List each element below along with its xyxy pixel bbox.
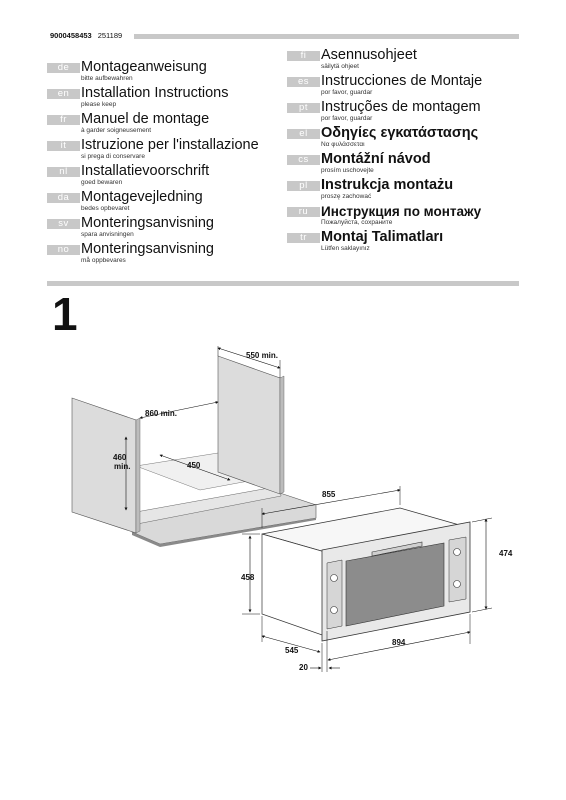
dim-depth-label: 550 min. [246,351,278,360]
lang-title: Инструкция по монтажу [321,204,482,219]
lang-subtitle: Пожалуйста, сохраните [321,219,393,226]
dim-oven-offset: 20 [299,663,308,672]
right-knob-icon [453,548,461,556]
lang-title: Montagevejledning [81,189,203,205]
lang-subtitle: proszę zachować [321,193,372,200]
lang-title: Montážní návod [321,151,431,167]
cabinet-left-panel-edge [135,417,141,534]
lang-code: fr [47,115,80,125]
lang-title: Asennusohjeet [321,47,417,63]
oven-handle [371,541,423,557]
lang-code: el [287,129,320,139]
lang-subtitle: må oppbevares [81,257,126,264]
oven-drawing: 855 474 458 545 894 20 [241,486,513,672]
lang-code: it [47,141,80,151]
dim-oven-height-left: 458 [241,573,255,582]
lang-subtitle: bitte aufbewahren [81,75,133,82]
lang-subtitle: por favor, guardar [321,89,373,96]
lang-code: no [47,245,80,255]
lang-title: Montaj Talimatları [321,229,444,245]
lang-code: da [47,193,80,203]
lang-subtitle: spara anvisningen [81,231,134,238]
dim-oven-width-front: 894 [392,638,406,647]
doc-revision: 251189 [97,31,123,40]
lang-title: Istruzione per l'installazione [81,137,259,153]
lang-title: Montageanweisung [81,59,207,75]
lang-title: Installatievoorschrift [81,163,210,179]
cabinet-niche-drawing: 550 min. 860 min. 460 min. 450 [71,346,317,547]
lang-code: sv [47,219,80,229]
dim-width-label: 860 min. [145,409,177,418]
dim-oven-height-right: 474 [499,549,513,558]
section-divider [47,281,519,286]
lang-subtitle: bedes opbevaret [81,205,130,212]
lang-code: nl [47,167,80,177]
lang-subtitle: säilytä ohjeet [321,63,359,70]
left-knob-icon [330,606,338,614]
document-number: 9000458453 251189 [50,31,122,40]
oven-side [261,533,326,637]
doc-number: 9000458453 [50,31,92,40]
right-knob-icon [453,580,461,588]
lang-code: fi [287,51,320,61]
oven-left-panel [326,559,343,630]
lang-title: Οδηγίες εγκατάστασης [321,125,479,141]
cabinet-right-panel-edge [279,375,285,495]
lang-code: pt [287,103,320,113]
lang-title: Instrukcja montażu [321,177,454,193]
lang-code: cs [287,155,320,165]
lang-subtitle: à garder soigneusement [81,127,152,134]
lang-subtitle: please keep [81,101,117,108]
dim-height-label-2: min. [114,462,130,471]
lang-subtitle: goed bewaren [81,179,123,186]
lang-title: Instrucciones de Montaje [321,73,483,89]
oven-door-window [345,542,445,627]
lang-title: Instruções de montagem [321,99,481,115]
dim-inner-label: 450 [187,461,201,470]
dim-oven-width-top: 855 [322,490,336,499]
lang-title: Monteringsanvisning [81,241,214,257]
lang-subtitle: Να φυλάσσεται [321,141,365,148]
lang-title: Manuel de montage [81,111,210,127]
top-divider [134,34,519,39]
lang-subtitle: prosím uschovejte [321,167,374,174]
left-knob-icon [330,574,338,582]
oven-right-panel [448,536,467,603]
lang-code: ru [287,207,320,217]
lang-title: Installation Instructions [81,85,229,101]
lang-code: tr [287,233,320,243]
lang-code: pl [287,181,320,191]
lang-subtitle: si prega di conservare [81,153,145,160]
lang-title: Monteringsanvisning [81,215,214,231]
lang-code: en [47,89,80,99]
cabinet-right-panel [217,355,281,495]
lang-code: es [287,77,320,87]
lang-code: de [47,63,80,73]
lang-subtitle: por favor, guardar [321,115,373,122]
lang-subtitle: Lütfen saklayınız [321,245,370,252]
dim-oven-depth: 545 [285,646,299,655]
figure-number: 1 [52,288,78,340]
dim-height-label-1: 460 [113,453,127,462]
